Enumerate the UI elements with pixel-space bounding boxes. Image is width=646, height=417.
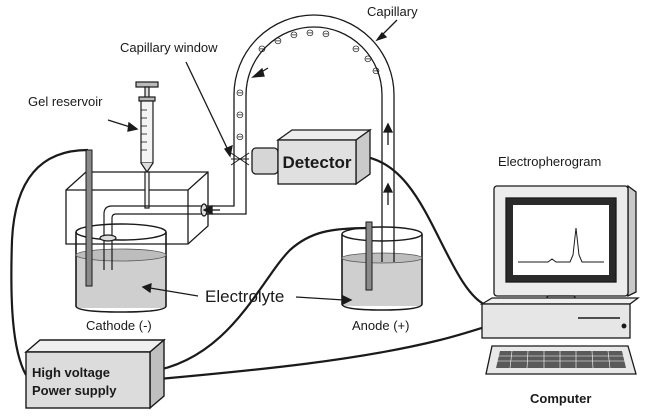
detector-lens — [251, 147, 279, 175]
wire-power-anode — [147, 226, 371, 374]
window-pointer-head — [224, 144, 233, 158]
detector-box-side — [355, 128, 371, 186]
anode-electrode — [365, 221, 373, 291]
charge-symbol: ⊖ — [236, 132, 244, 143]
syringe-needle — [144, 171, 150, 209]
flow-arrows — [202, 67, 394, 216]
charge-symbol: ⊖ — [274, 36, 282, 47]
syringe — [135, 81, 159, 209]
monitor-side — [627, 184, 637, 298]
syringe-plunger-top — [135, 81, 159, 88]
detector-box — [277, 139, 357, 185]
computer-label: Computer — [530, 391, 591, 406]
capillary-window-marker — [230, 152, 250, 166]
electropherogram-label: Electropherogram — [498, 154, 601, 169]
cathode-beaker-rim — [75, 223, 167, 241]
cathode-label: Cathode (-) — [86, 318, 152, 333]
anode-electrolyte — [342, 258, 422, 306]
cpu-top — [479, 297, 640, 305]
cathode-beaker-wall — [75, 232, 167, 313]
cathode-electrode — [85, 149, 93, 287]
wire-detector-computer — [359, 154, 489, 308]
charge-symbol: ⊖ — [306, 28, 314, 39]
power-supply-label-line2: Power supply — [32, 383, 117, 398]
syringe-graduations — [141, 109, 147, 151]
charge-symbol: ⊖ — [352, 44, 360, 55]
capillary-outer — [206, 14, 395, 262]
capillary-pointer-head — [375, 31, 388, 42]
charge-markers: ⊖ ⊖ ⊖ ⊖ ⊖ ⊖ ⊖ ⊖ ⊖ ⊖ ⊖ — [236, 28, 380, 143]
electrolyte-pointer-right-head — [342, 294, 353, 306]
detector-label: Detector — [283, 153, 352, 172]
power-supply-side — [149, 338, 165, 410]
wire-cathode-power — [10, 148, 89, 376]
charge-symbol: ⊖ — [322, 29, 330, 40]
electrolyte-label: Electrolyte — [205, 287, 284, 306]
power-supply-top — [24, 339, 166, 353]
gel-reservoir-label: Gel reservoir — [28, 94, 103, 109]
syringe-tip — [140, 162, 154, 174]
charge-symbol: ⊖ — [236, 88, 244, 99]
gel-pointer-head — [127, 121, 139, 132]
capillary-window-label: Capillary window — [120, 40, 218, 55]
detector: Detector — [251, 128, 373, 186]
label-pointers — [107, 19, 398, 306]
computer — [479, 184, 640, 375]
block-edges — [66, 171, 209, 244]
charge-symbol: ⊖ — [258, 44, 266, 55]
charge-symbol: ⊖ — [364, 54, 372, 65]
electropherogram-trace — [518, 227, 604, 263]
cpu-power-led — [621, 323, 627, 329]
anode-label: Anode (+) — [352, 318, 409, 333]
monitor-screen — [513, 205, 609, 275]
keyboard-key-grid — [497, 350, 625, 369]
detector-box-top — [275, 129, 373, 141]
charge-symbol: ⊖ — [290, 30, 298, 41]
capillary-label: Capillary — [367, 4, 418, 19]
wires — [10, 148, 489, 382]
power-supply-label-line1: High voltage — [32, 365, 110, 380]
electrolyte-pointer-left-head — [141, 283, 152, 294]
capillary-tube — [206, 14, 395, 262]
keyboard-keys — [496, 351, 626, 368]
power-supply: High voltage Power supply — [24, 338, 166, 410]
power-supply-box — [25, 351, 151, 409]
cathode-liquid-surface — [75, 248, 167, 262]
capillary-inner — [206, 26, 383, 262]
anode-beaker-wall — [341, 234, 423, 311]
charge-symbol: ⊖ — [236, 110, 244, 121]
cpu-case — [481, 303, 631, 339]
charge-symbol: ⊖ — [372, 66, 380, 77]
wire-power-computer — [147, 324, 489, 382]
